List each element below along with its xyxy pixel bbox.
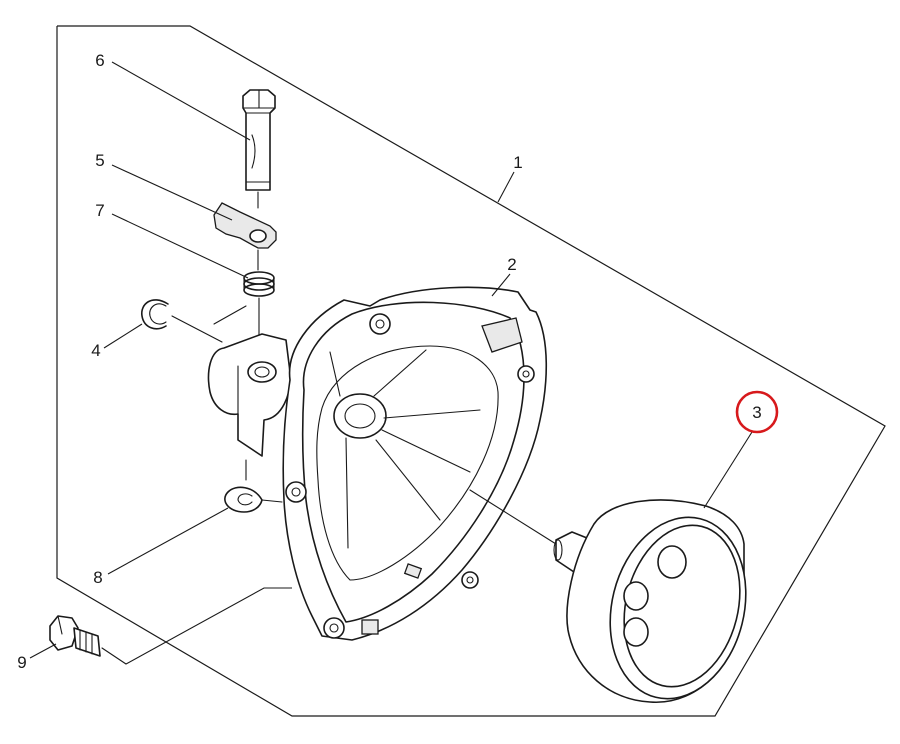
callout-7[interactable]: 7	[95, 201, 104, 220]
callout-4[interactable]: 4	[91, 341, 100, 360]
leader-6	[111, 61, 251, 141]
leader-1	[497, 171, 515, 203]
callout-6[interactable]: 6	[95, 51, 104, 70]
part-4-circlip	[141, 299, 247, 343]
assembly-boundary	[56, 25, 886, 717]
part-2-clutch-housing	[207, 286, 557, 641]
leader-8-bracket	[125, 587, 292, 665]
callout-3-highlight-ring	[735, 390, 779, 434]
leader-9	[29, 643, 57, 659]
leader-3	[703, 431, 753, 509]
part-8-eclip	[224, 459, 283, 513]
leader-7	[111, 213, 249, 279]
leader-5	[111, 164, 233, 221]
callout-8[interactable]: 8	[93, 568, 102, 587]
part-6-pin	[242, 89, 276, 209]
part-5-stopper	[213, 202, 277, 271]
callout-3[interactable]: 3	[752, 403, 761, 422]
callout-5[interactable]: 5	[95, 151, 104, 170]
leader-4	[103, 323, 143, 349]
part-9-bolt	[49, 615, 127, 665]
leader-2	[491, 273, 511, 297]
callout-9[interactable]: 9	[17, 653, 26, 672]
callout-1[interactable]: 1	[513, 153, 522, 172]
leader-8	[107, 507, 229, 575]
callout-2[interactable]: 2	[507, 255, 516, 274]
part-3-clutch-drum	[553, 499, 747, 703]
